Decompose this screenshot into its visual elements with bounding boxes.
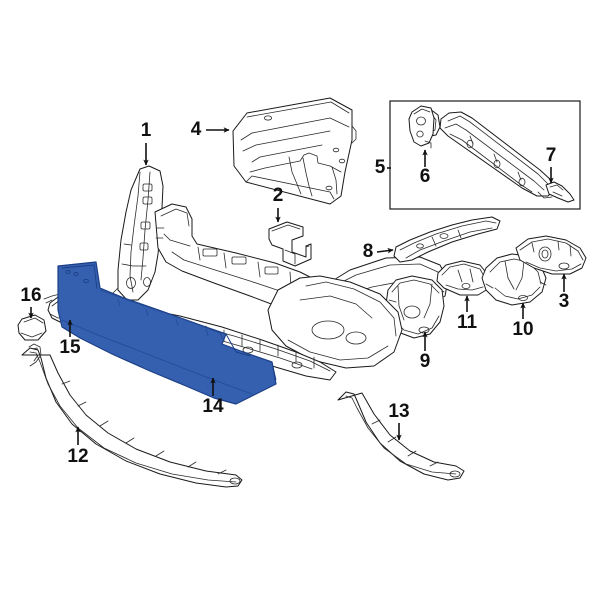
callout-number-1: 1 xyxy=(141,120,152,141)
part-12-lower-molding-strip[interactable] xyxy=(21,347,243,488)
part-8-upper-reinforcement-rail[interactable] xyxy=(393,216,501,263)
part-13-lower-valance-trim[interactable] xyxy=(337,391,465,481)
callout-number-5: 5 xyxy=(375,157,386,178)
callout-number-6: 6 xyxy=(420,166,431,187)
assembly-group-box-5 xyxy=(389,100,581,210)
callout-13[interactable]: 13 xyxy=(388,401,410,441)
callout-6[interactable]: 6 xyxy=(420,149,431,187)
part-bumper-cover-body[interactable] xyxy=(267,275,403,369)
callout-4[interactable]: 4 xyxy=(191,119,230,140)
callout-10[interactable]: 10 xyxy=(512,302,534,340)
callout-number-14: 14 xyxy=(202,396,224,417)
callout-15[interactable]: 15 xyxy=(59,319,81,358)
part-6-end-bracket[interactable] xyxy=(408,105,435,149)
part-10-air-deflector-duct[interactable] xyxy=(481,253,547,306)
callout-number-2: 2 xyxy=(273,185,284,206)
callout-2[interactable]: 2 xyxy=(273,185,284,223)
callout-number-3: 3 xyxy=(559,291,570,312)
callout-1[interactable]: 1 xyxy=(141,120,152,166)
callout-number-4: 4 xyxy=(191,119,202,140)
callout-14[interactable]: 14 xyxy=(202,377,224,417)
callout-12[interactable]: 12 xyxy=(67,426,89,467)
callout-8[interactable]: 8 xyxy=(363,241,394,262)
part-5-impact-bar-assembly[interactable] xyxy=(414,108,555,199)
callout-number-15: 15 xyxy=(59,337,81,358)
part-14-front-lower-spoiler-highlighted[interactable] xyxy=(57,261,277,405)
part-2-small-bracket[interactable] xyxy=(268,221,312,267)
callout-number-9: 9 xyxy=(420,351,431,372)
callout-3[interactable]: 3 xyxy=(559,273,570,312)
callout-number-13: 13 xyxy=(388,401,409,422)
callout-number-8: 8 xyxy=(363,241,374,262)
callout-number-16: 16 xyxy=(20,285,41,306)
callout-number-10: 10 xyxy=(512,319,533,340)
callout-number-11: 11 xyxy=(457,312,478,333)
callout-11[interactable]: 11 xyxy=(457,295,478,333)
callout-number-7: 7 xyxy=(546,145,557,166)
callout-5[interactable]: 5 xyxy=(375,157,391,178)
callout-16[interactable]: 16 xyxy=(20,285,42,319)
part-16-retainer-pad[interactable] xyxy=(17,314,47,341)
part-4-radiator-upper-cover[interactable] xyxy=(232,97,357,205)
callout-number-12: 12 xyxy=(67,446,88,467)
callout-7[interactable]: 7 xyxy=(546,145,557,184)
part-7-retainer-clip[interactable] xyxy=(545,181,575,203)
part-3-air-duct-upper-right[interactable] xyxy=(515,235,587,275)
callout-leader-8 xyxy=(376,247,394,254)
callout-9[interactable]: 9 xyxy=(420,331,431,372)
part-1-headlamp-bracket-left[interactable] xyxy=(111,165,164,307)
